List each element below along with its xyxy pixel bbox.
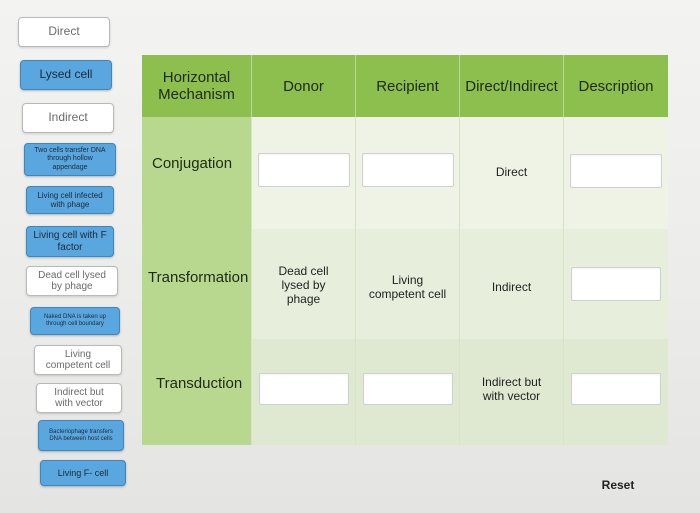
direct-value: Direct	[495, 165, 528, 179]
direct-cell: Indirect but with vector	[460, 339, 564, 445]
drag-label-living-f-cell[interactable]: Living F- cell	[40, 460, 126, 486]
mechanism-cell: Conjugation	[142, 117, 252, 229]
drop-target-description[interactable]	[571, 267, 661, 301]
mechanism-label: Transformation	[148, 269, 249, 286]
header-mechanism: Horizontal Mechanism	[142, 55, 252, 117]
mechanism-cell: Transformation	[142, 229, 252, 339]
direct-cell: Direct	[460, 117, 564, 229]
recipient-value: Living competent cell	[368, 273, 447, 301]
drag-label-two-cells-transfer[interactable]: Two cells transfer DNA through hollow ap…	[24, 143, 116, 176]
table-header-row: Horizontal Mechanism Donor Recipient Dir…	[142, 55, 668, 117]
drag-label-living-cell-infected[interactable]: Living cell infected with phage	[26, 186, 114, 214]
drop-target-donor[interactable]	[257, 153, 350, 187]
drag-label-indirect[interactable]: Indirect	[22, 103, 114, 133]
drag-label-indirect-vector[interactable]: Indirect but with vector	[36, 383, 122, 413]
drag-label-living-competent-cell[interactable]: Living competent cell	[34, 345, 122, 375]
mechanism-cell: Transduction	[142, 339, 252, 445]
description-cell	[564, 339, 668, 445]
recipient-cell	[356, 339, 460, 445]
table-row: Transformation Dead cell lysed by phage …	[142, 229, 668, 339]
label-bank: Direct Lysed cell Indirect Two cells tra…	[0, 0, 130, 513]
drop-target-recipient[interactable]	[362, 373, 453, 405]
drop-target-donor[interactable]	[258, 373, 349, 405]
drag-label-living-cell-f-factor[interactable]: Living cell with F factor	[26, 226, 114, 257]
mechanism-label: Conjugation	[152, 155, 233, 172]
drop-target-recipient[interactable]	[361, 153, 454, 187]
direct-value: Indirect but with vector	[481, 375, 542, 403]
direct-value: Indirect	[491, 280, 532, 294]
matching-table: Horizontal Mechanism Donor Recipient Dir…	[142, 55, 668, 445]
recipient-cell: Living competent cell	[356, 229, 460, 339]
donor-cell: Dead cell lysed by phage	[252, 229, 356, 339]
donor-cell	[252, 117, 356, 229]
reset-button[interactable]: Reset	[596, 476, 640, 494]
drag-label-lysed-cell[interactable]: Lysed cell	[20, 60, 112, 90]
header-description: Description	[578, 77, 654, 95]
donor-value: Dead cell lysed by phage	[278, 264, 329, 306]
header-recipient: Recipient	[356, 55, 460, 117]
direct-cell: Indirect	[460, 229, 564, 339]
recipient-cell	[356, 117, 460, 229]
description-cell	[564, 117, 668, 229]
header-direct-indirect: Direct/Indirect	[460, 55, 564, 117]
drop-target-description[interactable]	[570, 154, 662, 188]
drag-label-dead-cell-lysed[interactable]: Dead cell lysed by phage	[26, 266, 118, 296]
table-row: Transduction Indirect but with vector	[142, 339, 668, 445]
drag-label-bacteriophage[interactable]: Bacteriophage transfers DNA between host…	[38, 420, 124, 451]
drag-label-direct[interactable]: Direct	[18, 17, 110, 47]
header-donor: Donor	[252, 55, 356, 117]
table-row: Conjugation Direct	[142, 117, 668, 229]
drop-target-description[interactable]	[571, 373, 661, 405]
drag-label-naked-dna[interactable]: Naked DNA is taken up through cell bound…	[30, 307, 120, 335]
description-cell	[564, 229, 668, 339]
mechanism-label: Transduction	[156, 375, 243, 392]
donor-cell	[252, 339, 356, 445]
